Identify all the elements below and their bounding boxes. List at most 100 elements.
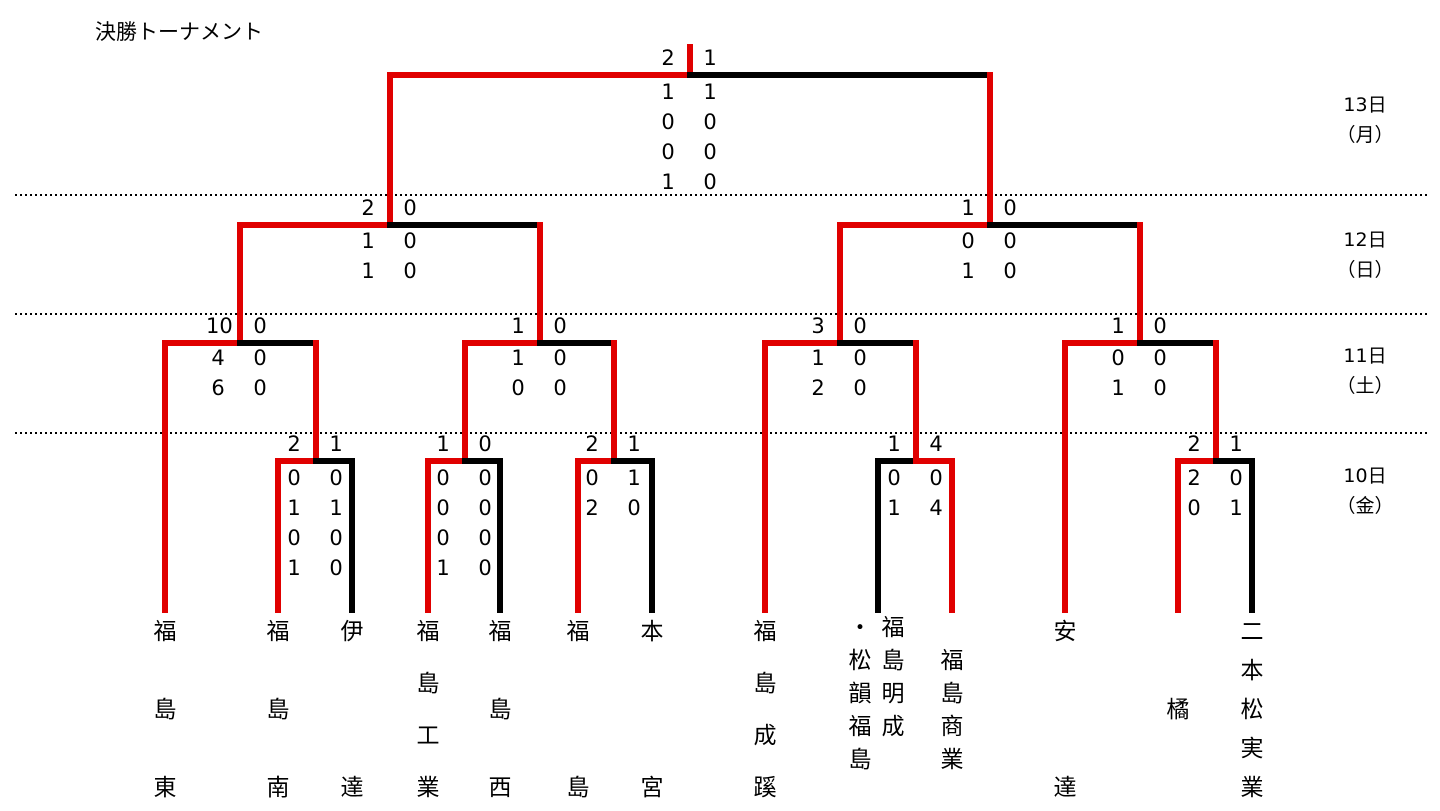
total-score: 1 [961, 196, 975, 220]
inning-score: 1 [961, 259, 975, 283]
inning-score: 0 [478, 526, 492, 550]
inning-score: 0 [1003, 229, 1017, 253]
inning-score: 0 [1187, 496, 1201, 520]
date-weekday: （土） [1336, 375, 1394, 397]
bracket-line [313, 458, 355, 613]
inning-score: 1 [511, 346, 525, 370]
date-day: 11日 [1343, 345, 1387, 367]
inning-score: 2 [1187, 466, 1201, 490]
date-round-1: 10日 （金） [1330, 461, 1400, 521]
total-score: 2 [585, 432, 599, 456]
bracket-title: 決勝トーナメント [95, 20, 263, 44]
date-day: 12日 [1343, 229, 1387, 251]
inning-score: 0 [436, 496, 450, 520]
round-dividers [15, 194, 1430, 434]
total-score: 1 [1111, 314, 1125, 338]
inning-score: 0 [1111, 346, 1125, 370]
inning-score: 1 [811, 346, 825, 370]
inning-score: 1 [361, 259, 375, 283]
inning-score: 0 [436, 466, 450, 490]
date-round-qf: 11日 （土） [1330, 341, 1400, 401]
bracket-line [575, 458, 617, 613]
total-score: 0 [1003, 196, 1017, 220]
inning-score: 0 [853, 376, 867, 400]
inning-score: 0 [661, 110, 675, 134]
inning-score: 0 [329, 556, 343, 580]
bracket-line [1213, 458, 1255, 613]
inning-score: 4 [211, 346, 225, 370]
team-name: 福島工業 [416, 619, 440, 801]
inning-score: 0 [703, 110, 717, 134]
inning-score: 0 [253, 376, 267, 400]
bracket-line-final-winner [387, 44, 693, 228]
team-name: 安達 [1053, 619, 1077, 801]
bracket-line [913, 458, 955, 613]
team-name: 二本松実業 [1240, 619, 1264, 801]
team-name: 福島成蹊 [753, 619, 777, 801]
bracket-line [762, 340, 843, 613]
total-score: 0 [853, 314, 867, 338]
inning-score: 1 [329, 496, 343, 520]
inning-score: 1 [627, 466, 641, 490]
inning-score: 0 [329, 466, 343, 490]
total-score: 0 [553, 314, 567, 338]
inning-score: 0 [585, 466, 599, 490]
inning-score: 2 [811, 376, 825, 400]
inning-score: 0 [511, 376, 525, 400]
inning-score: 0 [929, 466, 943, 490]
bracket-line [237, 222, 393, 346]
team-name: 福島東 [153, 619, 177, 801]
inning-score: 0 [287, 466, 301, 490]
total-score: 2 [661, 46, 675, 70]
inning-score: 0 [403, 259, 417, 283]
total-score: 0 [478, 432, 492, 456]
bracket-line [611, 458, 655, 613]
team-name: 橘 [1166, 697, 1190, 723]
inning-score: 0 [703, 140, 717, 164]
team-name: 福島南 [266, 619, 290, 801]
inning-score: 0 [253, 346, 267, 370]
inning-score: 0 [553, 376, 567, 400]
inning-score: 1 [287, 556, 301, 580]
bracket-line [1175, 458, 1219, 613]
total-score: 2 [287, 432, 301, 456]
team-name: 福島西 [488, 619, 512, 801]
team-name: 伊達 [340, 619, 364, 801]
inning-score: 1 [361, 229, 375, 253]
inning-score: 1 [436, 556, 450, 580]
total-score: 0 [403, 196, 417, 220]
team-name: 福島明成 [881, 615, 905, 740]
bracket-line [275, 458, 319, 613]
inning-score: 0 [627, 496, 641, 520]
inning-score: 0 [478, 496, 492, 520]
total-score: 1 [627, 432, 641, 456]
date-weekday: （金） [1336, 495, 1394, 517]
inning-score: 0 [887, 466, 901, 490]
inning-score: 1 [661, 80, 675, 104]
inning-score: 0 [478, 466, 492, 490]
inning-score: 4 [929, 496, 943, 520]
inning-score: 0 [329, 526, 343, 550]
total-score: 2 [1187, 432, 1201, 456]
bracket-line [162, 340, 243, 613]
inning-score: 0 [961, 229, 975, 253]
inning-score: 0 [1003, 259, 1017, 283]
total-score: 1 [703, 46, 717, 70]
inning-score: 0 [553, 346, 567, 370]
total-score: 1 [1229, 432, 1243, 456]
inning-score: 1 [703, 80, 717, 104]
inning-score: 0 [403, 229, 417, 253]
inning-score: 0 [1229, 466, 1243, 490]
total-score: 0 [1153, 314, 1167, 338]
inning-score: 1 [1229, 496, 1243, 520]
bracket-line [425, 458, 468, 613]
inning-score: 0 [853, 346, 867, 370]
inning-score: 0 [287, 526, 301, 550]
bracket-line [1062, 340, 1143, 613]
inning-score: 0 [478, 556, 492, 580]
team-name: ・松韻福島 [848, 615, 872, 773]
total-score: 1 [436, 432, 450, 456]
inning-score: 1 [287, 496, 301, 520]
